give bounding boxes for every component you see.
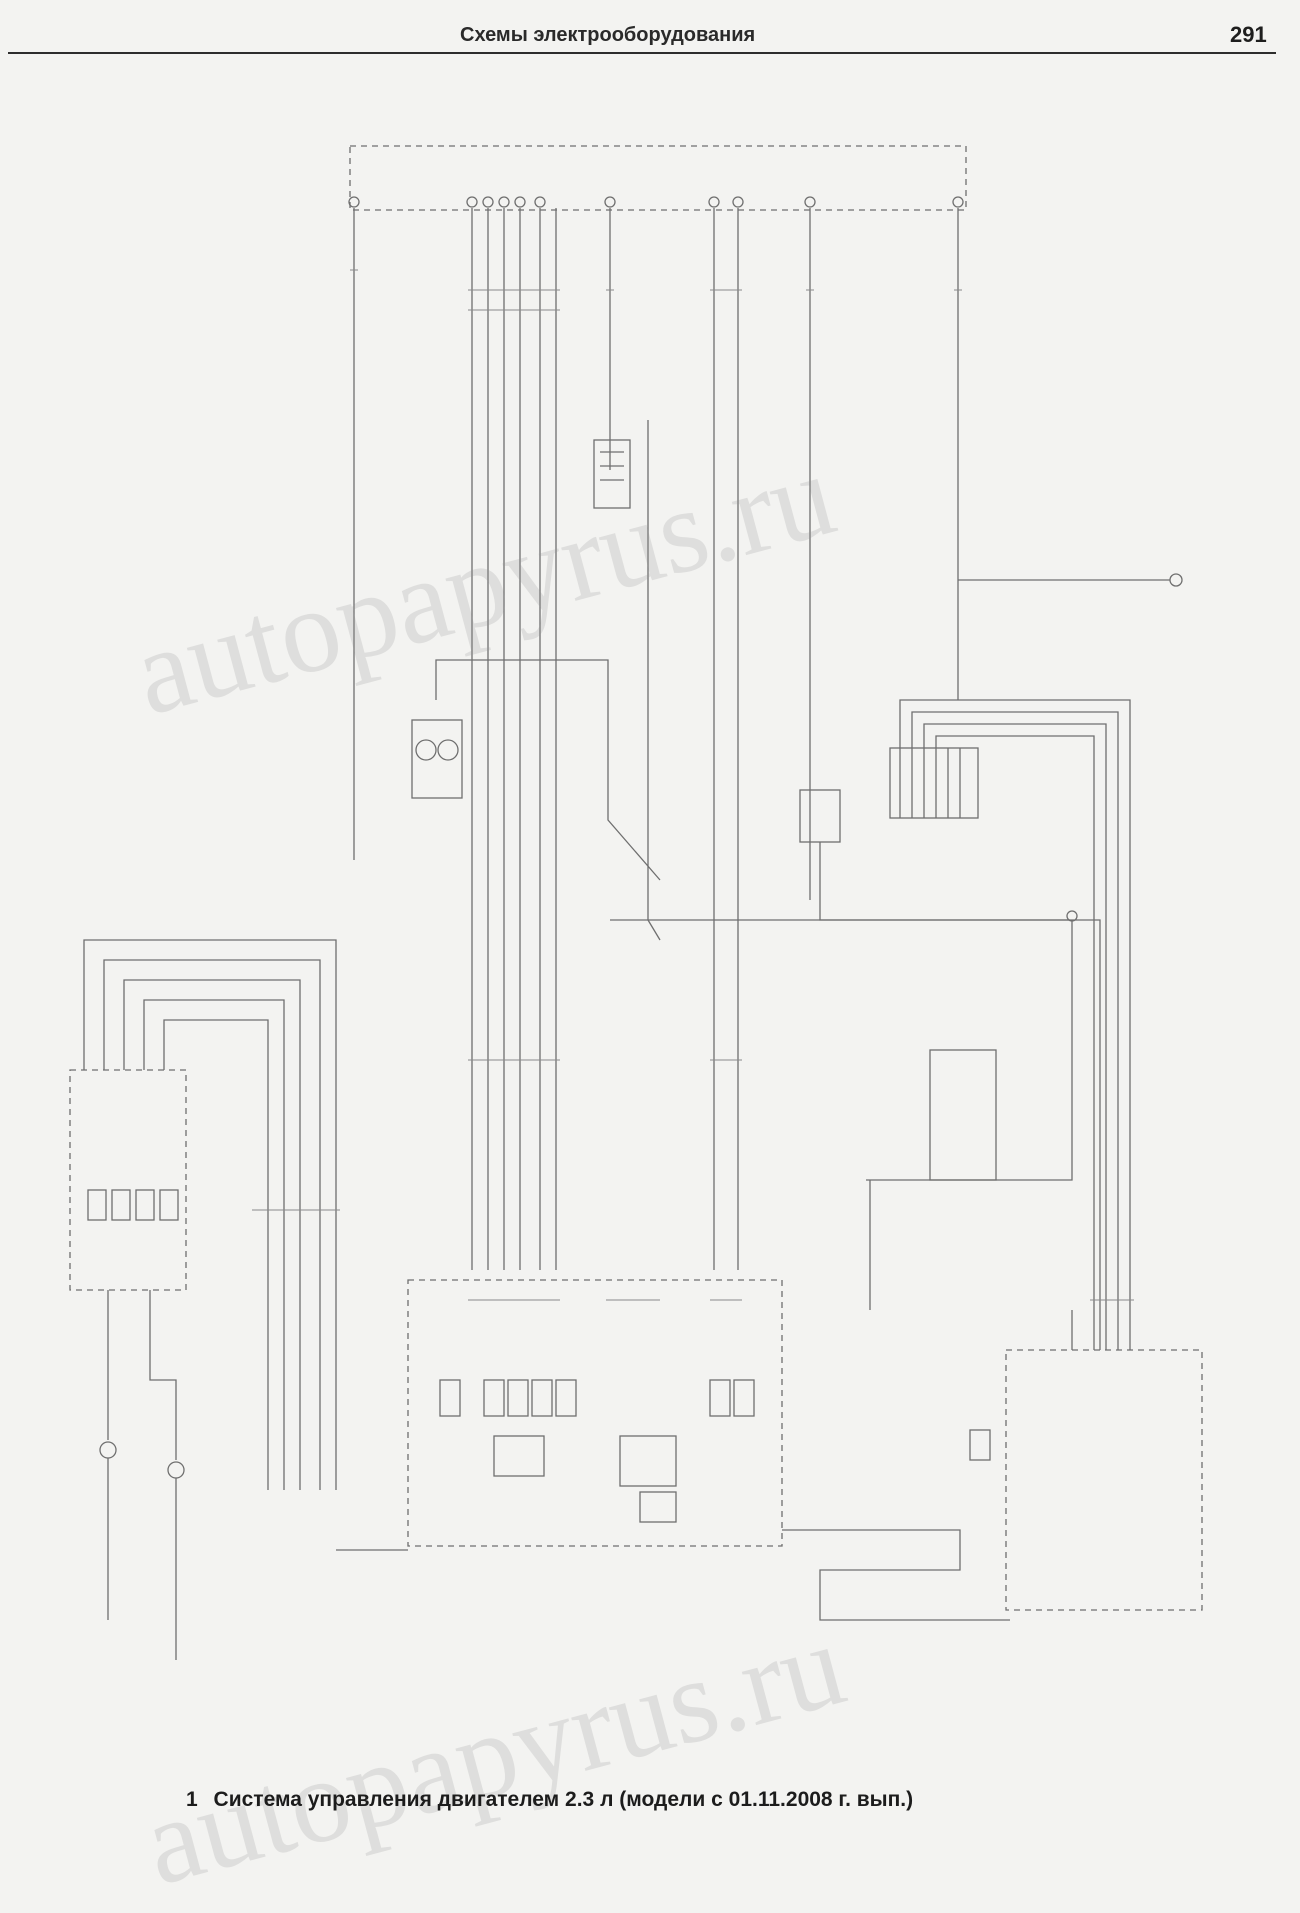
sensor-block — [411, 719, 463, 799]
figure-number: 1 — [186, 1788, 198, 1811]
figure-caption: 1 Система управления двигателем 2.3 л (м… — [186, 1788, 913, 1812]
central-ecu — [407, 1279, 783, 1547]
header-divider — [8, 52, 1276, 54]
right-connector — [889, 747, 979, 819]
switch-box — [929, 1049, 997, 1181]
section-title: Схемы электрооборудования — [460, 24, 756, 46]
relay-box — [593, 439, 631, 509]
page-header: Схемы электрооборудования 291 — [0, 0, 1300, 60]
top-terminals — [348, 196, 964, 208]
wiring-diagram — [0, 60, 1300, 1760]
figure-caption-text: Система управления двигателем 2.3 л (мод… — [213, 1788, 914, 1811]
page-number: 291 — [1230, 22, 1267, 47]
wiring-diagram-drawing — [69, 145, 1203, 1660]
vertical-wires — [353, 208, 959, 1270]
left-module — [69, 1069, 187, 1291]
right-bottom-module — [1005, 1349, 1203, 1611]
top-connector-frame — [349, 145, 967, 211]
